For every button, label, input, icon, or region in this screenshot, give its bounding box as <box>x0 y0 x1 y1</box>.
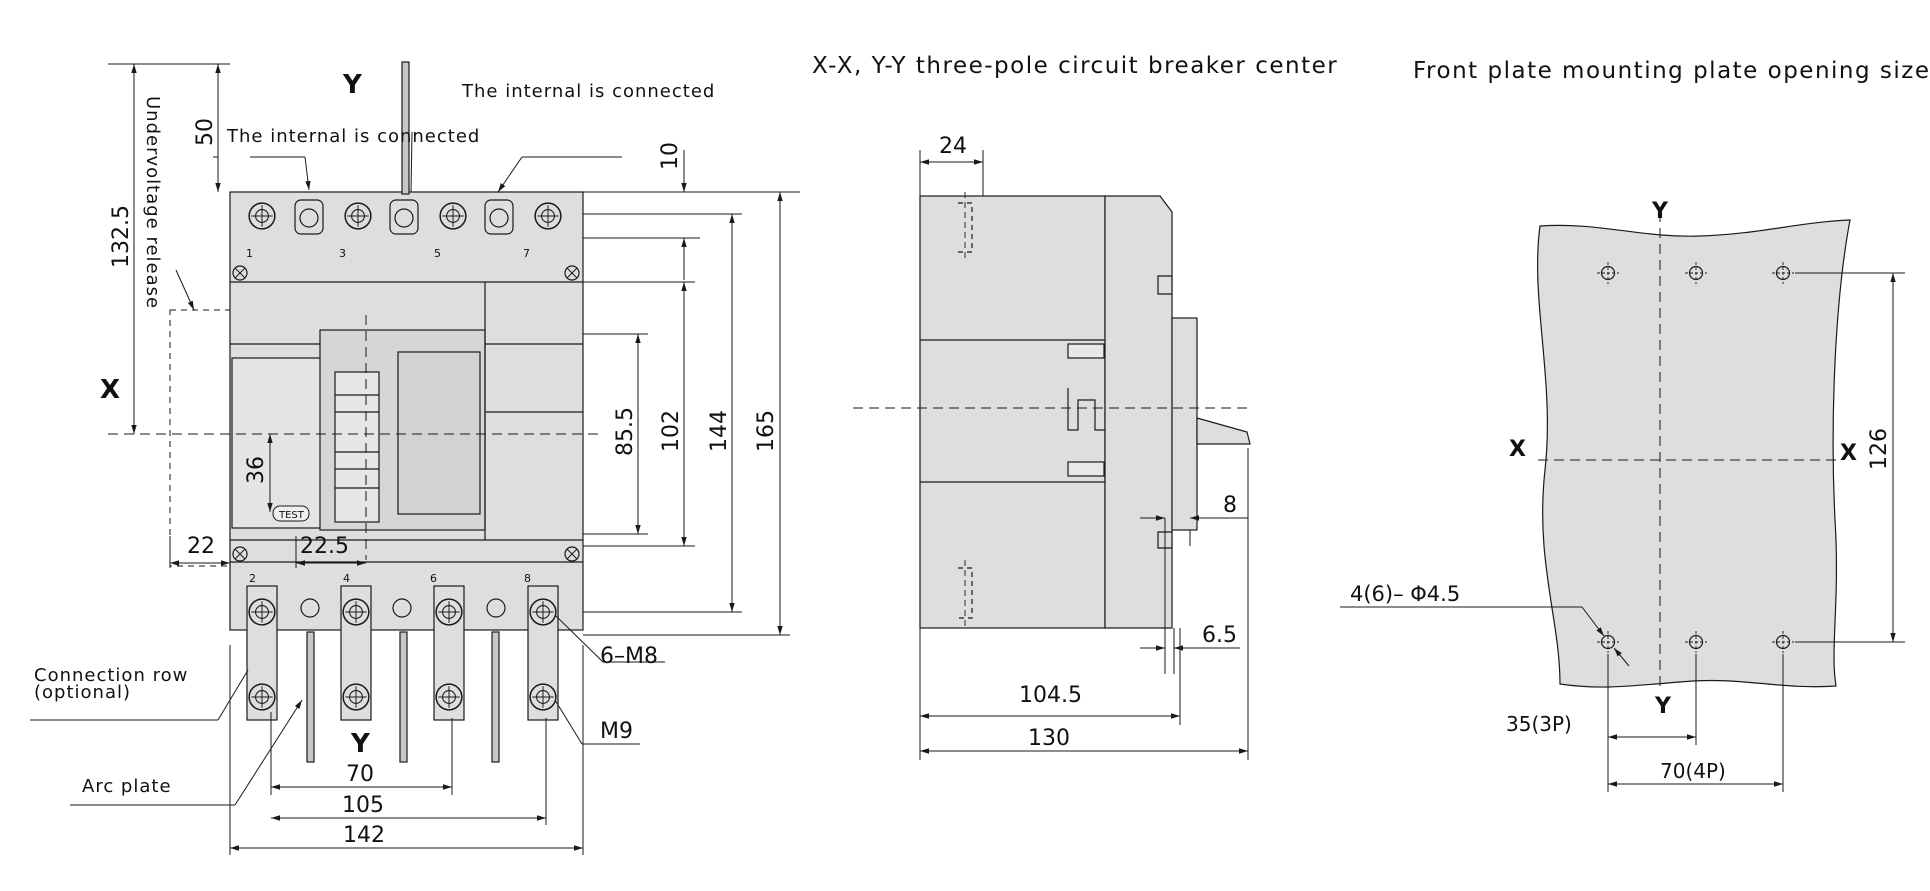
plate-view <box>1537 219 1851 688</box>
dim-105: 105 <box>342 793 384 818</box>
dim-70: 70 <box>346 762 374 787</box>
connection-row-label: Connection row <box>34 665 188 686</box>
axis-y-bottom: Y <box>350 729 371 759</box>
front-view <box>229 61 584 763</box>
dim-35-3p: 35(3P) <box>1506 712 1572 736</box>
dim-132-5: 132.5 <box>109 205 134 268</box>
internal-note-2: The internal is connected <box>226 126 480 147</box>
plate-axis-x-left: X <box>1509 437 1526 462</box>
axis-x: X <box>100 375 120 405</box>
dim-144: 144 <box>707 410 732 452</box>
plate-view-labels: Y Y X X 4(6)– Φ4.5 126 35(3P) 70(4P) <box>1350 199 1892 783</box>
pin-2: 2 <box>249 572 256 585</box>
side-view-dimensions <box>853 150 1250 760</box>
connection-row-optional: (optional) <box>34 682 131 703</box>
pin-5: 5 <box>434 247 441 260</box>
side-body <box>919 195 1106 629</box>
title-center: X-X, Y-Y three-pole circuit breaker cent… <box>812 53 1338 79</box>
front-view-dimensions <box>30 63 800 855</box>
arc-plate-label: Arc plate <box>82 776 172 797</box>
test-label: TEST <box>278 510 305 521</box>
undervoltage-label: Undervoltage release <box>142 96 163 309</box>
pin-1: 1 <box>246 247 253 260</box>
plate-view-dimensions <box>1340 212 1905 792</box>
dim-130: 130 <box>1028 726 1070 751</box>
dim-50: 50 <box>193 118 218 146</box>
front-view-labels: The internal is connected The internal i… <box>34 70 779 848</box>
dim-142: 142 <box>343 823 385 848</box>
screw-m8-label: 6–M8 <box>600 644 658 669</box>
dim-165: 165 <box>754 410 779 452</box>
pin-6: 6 <box>430 572 437 585</box>
plate-axis-y-top: Y <box>1651 199 1669 224</box>
pin-4: 4 <box>343 572 350 585</box>
internal-note-1: The internal is connected <box>461 81 715 102</box>
test-button-outline <box>272 505 310 522</box>
pin-3: 3 <box>339 247 346 260</box>
dim-126: 126 <box>1867 428 1892 470</box>
dim-22-5: 22.5 <box>300 534 349 559</box>
mounting-plate <box>1537 219 1851 688</box>
side-view <box>919 192 1251 629</box>
pin-7: 7 <box>523 247 530 260</box>
front-view-pins: 1 3 5 7 2 4 6 8 <box>246 247 531 585</box>
pin-8: 8 <box>524 572 531 585</box>
axis-y-top: Y <box>342 70 363 100</box>
plate-axis-y-bottom: Y <box>1654 694 1672 719</box>
dim-10: 10 <box>658 142 683 170</box>
plate-axis-x-right: X <box>1840 441 1857 466</box>
dim-70-4p: 70(4P) <box>1660 759 1726 783</box>
dim-102: 102 <box>659 410 684 452</box>
side-view-labels: 24 8 6.5 104.5 130 <box>939 134 1237 751</box>
title-right: Front plate mounting plate opening size <box>1413 58 1930 84</box>
dim-24: 24 <box>939 134 967 159</box>
hole-note: 4(6)– Φ4.5 <box>1350 582 1460 606</box>
dim-104-5: 104.5 <box>1019 683 1082 708</box>
dim-85-5: 85.5 <box>613 407 638 456</box>
dim-8: 8 <box>1223 493 1237 518</box>
dim-22: 22 <box>187 534 215 559</box>
front-view-centerlines <box>108 309 600 567</box>
dim-36: 36 <box>244 456 269 484</box>
dim-6-5: 6.5 <box>1202 623 1237 648</box>
screw-m9-label: M9 <box>600 719 633 744</box>
